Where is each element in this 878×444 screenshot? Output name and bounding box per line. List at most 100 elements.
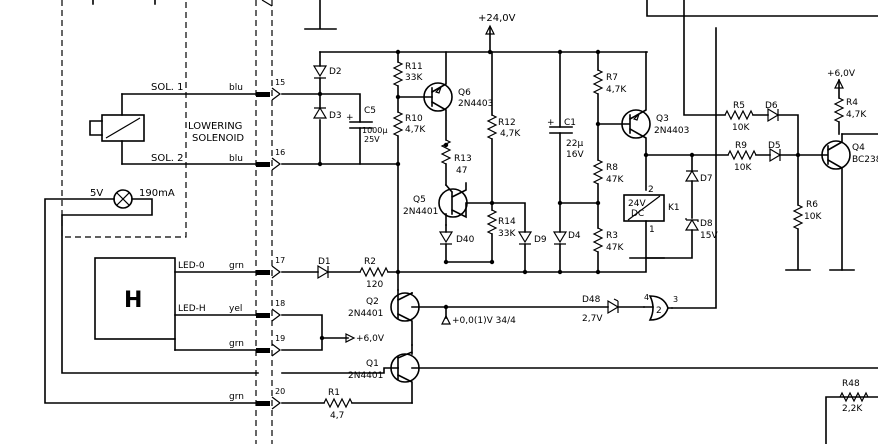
relay-k1 (623, 194, 665, 259)
r4-label: R4 (846, 98, 858, 108)
pin-15: 15 (275, 78, 285, 87)
pin-16: 16 (275, 148, 285, 157)
pin-20: 20 (275, 387, 285, 396)
q3-label: Q3 (656, 114, 669, 124)
r2-label: R2 (364, 257, 376, 267)
q2-label: Q2 (366, 297, 379, 307)
k1-label: K1 (668, 203, 680, 213)
logic-gate (643, 295, 673, 321)
supply-label-24v: +24,0V (478, 13, 516, 24)
r4-value: 4,7K (846, 110, 867, 120)
transistor-q4-stage (821, 78, 878, 271)
r7-label: R7 (606, 73, 618, 83)
d5-label: D5 (768, 141, 781, 151)
d6-label: D6 (765, 101, 778, 111)
connector-pins (256, 87, 281, 410)
r12-value: 4,7K (500, 129, 521, 139)
r13-value: 47 (456, 166, 467, 176)
r9-label: R9 (735, 141, 747, 151)
resistor-r48 (825, 391, 878, 444)
d48-value: 2,7V (582, 314, 603, 324)
q6-type: 2N4403 (458, 99, 493, 109)
test-point (441, 304, 451, 325)
pin18-19-net (281, 314, 356, 351)
q1-type: 2N4401 (348, 371, 383, 381)
bus-398 (392, 49, 404, 291)
pin-17: 17 (275, 256, 285, 265)
transistor-q5 (438, 182, 493, 226)
capacitor-c5: + (319, 93, 373, 165)
r5-value: 10K (732, 123, 750, 133)
net-plus6: +6,0V (356, 334, 385, 344)
q2-type: 2N4401 (348, 309, 383, 319)
d8-label: D8 (700, 219, 713, 229)
r10-label: R10 (405, 114, 423, 124)
diodes-d2-d3 (281, 51, 399, 167)
resistor-r13 (440, 139, 452, 186)
q6-label: Q6 (458, 88, 471, 98)
net-test: +0,0(1)V 34/4 (452, 316, 516, 326)
r12-label: R12 (498, 118, 516, 128)
q3-type: 2N4403 (654, 126, 689, 136)
d1-label: D1 (318, 257, 331, 267)
zener-d48 (607, 298, 645, 315)
resistors-r12-r14 (486, 51, 533, 273)
c5-value: 1000µ (362, 126, 387, 135)
display-symbol: H (124, 288, 142, 313)
resistors-r5-r9 (691, 107, 823, 206)
capacitor-c1 (549, 49, 599, 273)
d9-label: D9 (534, 235, 547, 245)
d3-label: D3 (329, 111, 342, 121)
c1-value: 22µ (566, 139, 583, 149)
d8-value: 15V (700, 231, 718, 241)
display-module (94, 257, 259, 351)
r14-label: R14 (498, 217, 516, 227)
r48-label: R48 (842, 379, 860, 389)
r6-value: 10K (804, 212, 822, 222)
ledh-label: LED-H (178, 304, 206, 314)
wire-color-18: yel (229, 304, 242, 314)
led0-label: LED-0 (178, 261, 205, 271)
gate-pin4: 4 (644, 293, 649, 302)
wire-color-20: grn (229, 392, 244, 402)
r48-value: 2,2K (842, 404, 863, 414)
r5-label: R5 (733, 101, 745, 111)
sol2-label: SOL. 2 (151, 153, 184, 164)
q1-label: Q1 (366, 359, 379, 369)
r8-label: R8 (606, 163, 618, 173)
supply-rail-24v (304, 0, 648, 55)
r14-value: 33K (498, 229, 516, 239)
pin-19: 19 (275, 334, 285, 343)
d48-label: D48 (582, 295, 601, 305)
c5-label: C5 (364, 106, 376, 116)
r1-label: R1 (328, 388, 340, 398)
lowering-solenoid (89, 93, 259, 165)
r6-label: R6 (806, 200, 818, 210)
r2-value: 120 (366, 280, 383, 290)
k1-pin2: 2 (648, 185, 654, 195)
wire-color-19: grn (229, 339, 244, 349)
connector-dashed-lines (255, 0, 273, 444)
q4-label: Q4 (852, 143, 865, 153)
lamp-5v (44, 189, 259, 404)
d7-label: D7 (700, 174, 713, 184)
r13-label: R13 (454, 154, 472, 164)
k1-pin1: 1 (649, 225, 655, 235)
pin-18: 18 (275, 299, 285, 308)
solenoid-dashed-box (61, 0, 187, 238)
c1-plus: + (547, 118, 555, 128)
divider-r7-r8-r3 (592, 49, 604, 273)
led0-line (281, 257, 647, 280)
r9-value: 10K (734, 163, 752, 173)
d40-label: D40 (456, 235, 475, 245)
c5-voltage: 25V (364, 135, 380, 144)
r10-value: 4,7K (405, 125, 426, 135)
resistor-r1 (281, 397, 413, 409)
wire-color-sol2: blu (229, 154, 243, 164)
lamp-current: 190mA (139, 188, 175, 199)
k1-type: DC (631, 209, 644, 219)
wire-color-sol1: blu (229, 83, 243, 93)
c1-voltage: 16V (566, 150, 584, 160)
transistor-q1 (281, 344, 878, 404)
r7-value: 4,7K (606, 85, 627, 95)
